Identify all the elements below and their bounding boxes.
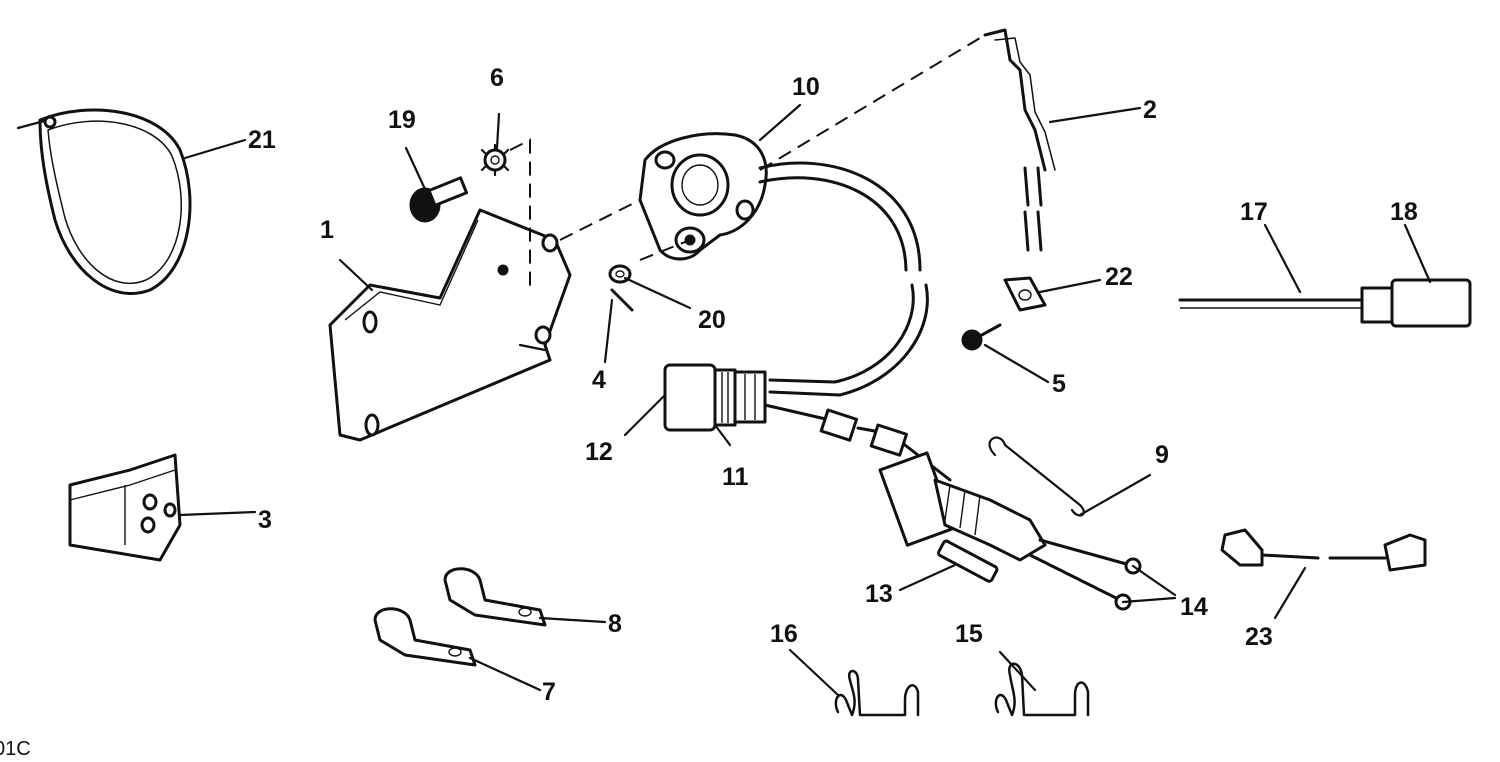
part-1-bracket xyxy=(328,208,572,442)
part-16-spring-clip xyxy=(834,669,920,717)
callout-14: 14 xyxy=(1180,593,1208,621)
callout-17: 17 xyxy=(1240,198,1268,226)
callout-3: 3 xyxy=(258,506,272,534)
callout-20: 20 xyxy=(698,306,726,334)
part-13-fuse xyxy=(937,539,999,583)
part-2-rod xyxy=(983,28,1056,252)
part-3-block xyxy=(68,453,182,562)
callout-6: 6 xyxy=(490,64,504,92)
callout-5: 5 xyxy=(1052,370,1066,398)
callout-23: 23 xyxy=(1245,623,1273,651)
callout-9: 9 xyxy=(1155,441,1169,469)
part-17-cable xyxy=(1178,298,1367,309)
ignition-boot-assembly xyxy=(878,436,1142,611)
callout-8: 8 xyxy=(608,610,622,638)
callout-10: 10 xyxy=(792,73,820,101)
figure-code: 01C xyxy=(0,738,31,760)
part-12-connector xyxy=(663,363,767,432)
part-23-leads xyxy=(1220,528,1427,572)
callout-19: 19 xyxy=(388,106,416,134)
callout-16: 16 xyxy=(770,620,798,648)
part-4-pin xyxy=(610,288,634,312)
callout-4: 4 xyxy=(592,366,606,394)
callout-22: 22 xyxy=(1105,263,1133,291)
part-5-screw xyxy=(961,323,1002,351)
callout-13: 13 xyxy=(865,580,893,608)
part-8-clip xyxy=(443,567,547,627)
part-10-switch-body xyxy=(638,132,768,261)
callout-18: 18 xyxy=(1390,198,1418,226)
callout-7: 7 xyxy=(542,678,556,706)
part-7-clip xyxy=(373,607,477,667)
part-6-star-washer xyxy=(480,143,510,177)
callout-labels: 1 2 3 4 5 6 7 8 9 10 11 12 13 14 15 16 1… xyxy=(248,64,1418,706)
callout-15: 15 xyxy=(955,620,983,648)
callout-2: 2 xyxy=(1143,96,1157,124)
callout-21: 21 xyxy=(248,126,276,154)
assembly-dashed-lines xyxy=(509,34,986,290)
callout-12: 12 xyxy=(585,438,613,466)
part-22-clip-nut xyxy=(1003,276,1047,312)
part-21-band-strap xyxy=(16,108,192,295)
leader-lines xyxy=(178,103,1432,697)
part-15-spring-clip xyxy=(994,662,1090,717)
callout-1: 1 xyxy=(320,216,334,244)
part-18-plug xyxy=(1360,278,1472,328)
part-19-screw xyxy=(409,176,469,223)
switch-wire-harness xyxy=(758,161,929,397)
callout-11: 11 xyxy=(722,463,749,491)
